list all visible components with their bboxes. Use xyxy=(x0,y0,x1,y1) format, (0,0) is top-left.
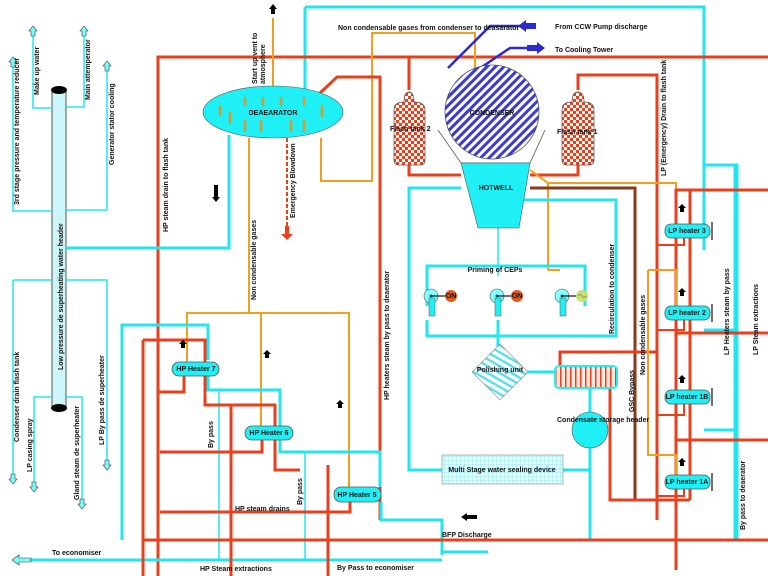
non-cond-gases-left-label: Non condensable gases xyxy=(251,220,258,300)
hp-steam-drain-label: HP steam drain to flash tank xyxy=(163,138,170,232)
lp-heater-2-label: LP heater 2 xyxy=(668,310,706,317)
to-cooling-tower-label: To Cooling Tower xyxy=(555,47,613,54)
outlet-arrow-icon xyxy=(527,42,545,54)
blowdown-arrow-icon xyxy=(281,226,293,240)
lp-emergency-drain-label: LP (Emergency) Drain to flash tank xyxy=(661,60,668,176)
by-pass-1-label: By pass xyxy=(208,421,215,448)
gland-steam-condenser xyxy=(554,365,618,389)
flow-arrow-icons xyxy=(179,204,686,521)
lp-heater-1b[interactable]: LP heater 1B xyxy=(664,388,713,406)
emergency-blowdown-label: Emergency Blowdown xyxy=(290,143,297,218)
recirculation-label: Recirculation to condenser xyxy=(609,243,616,334)
multi-stage-sealing: Multi Stage water sealing device xyxy=(441,454,564,485)
condenser-label: CONDENSER xyxy=(470,110,515,117)
deaerator-label: DEAEARATOR xyxy=(249,110,298,117)
hp-heater-6-label: HP Heater 6 xyxy=(249,430,288,437)
lp-heater-1b-label: LP heater 1B xyxy=(666,394,709,401)
hp-heaters-bypass-label: HP heaters steam by pass to deaerator xyxy=(384,271,391,400)
flash-tank-1-label: Flash tank 1 xyxy=(557,129,598,136)
generator-stator-label: Generator stator cooling xyxy=(109,83,116,165)
pump-1-status-indicator xyxy=(445,290,457,302)
header-branches: Make up water Main attemperator 3rd stag… xyxy=(8,25,116,510)
polishing-label: Polishing unit xyxy=(477,367,524,374)
hp-heater-5-label: HP Heater 5 xyxy=(337,492,376,499)
to-economiser-label: To economiser xyxy=(52,550,102,557)
hp-steam-drains-label: HP steam drains xyxy=(235,506,290,513)
lp-casing-label: LP casing spray xyxy=(27,418,34,472)
condensate-storage-label: Condensate storage header xyxy=(557,417,649,424)
condenser: CONDENSER HOTWELL From CCW Pump discharg… xyxy=(437,20,648,229)
lp-heater-1a-label: LP heater 1A xyxy=(666,479,709,486)
third-stage-label: 3rd stage pressure and temperature reduc… xyxy=(14,58,21,205)
polishing-unit: Polishing unit xyxy=(471,343,529,401)
pump-1-status: ON xyxy=(446,293,457,300)
lp-steam-extractions-label: LP Steam extractions xyxy=(753,284,760,355)
lp-desuperheating-header: Low pressure de superheating water heade… xyxy=(51,86,67,412)
hp-heater-5[interactable]: HP Heater 5 xyxy=(333,486,382,503)
hotwell-label: HOTWELL xyxy=(479,185,514,192)
non-cond-gases-right-label: Non condensable gases xyxy=(640,295,647,375)
multi-stage-label: Multi Stage water sealing device xyxy=(448,467,555,474)
pump-2[interactable]: ON xyxy=(489,288,523,317)
up-arrow-icon xyxy=(269,4,277,14)
lp-heater-1a[interactable]: LP heater 1A xyxy=(664,473,713,491)
non-cond-from-condenser-label: Non condensable gases from condenser to … xyxy=(338,25,520,32)
flash-tank-1: Flash tank 1 xyxy=(557,91,598,166)
main-attemperator-label: Main attemperator xyxy=(85,39,92,100)
flash-tank-2: Flash tank 2 xyxy=(390,91,431,166)
lp-header-label: Low pressure de superheating water heade… xyxy=(58,223,65,370)
economiser-arrow-icon xyxy=(11,554,32,566)
down-arrow-icon xyxy=(212,185,220,202)
hp-heater-7-label: HP Heater 7 xyxy=(176,366,215,373)
startup-vent-label-box: Start up vent to atmosphere xyxy=(252,32,267,84)
gsc-bypass-label: GSC Bypass xyxy=(629,370,636,412)
lp-heaters-bypass-label: LP Heaters steam by pass xyxy=(724,268,731,355)
hp-heater-7[interactable]: HP Heater 7 xyxy=(171,361,220,377)
make-up-water-label: Make up water xyxy=(34,46,41,95)
pump-1[interactable]: ON xyxy=(423,288,457,317)
pump-2-status-indicator xyxy=(511,290,523,302)
bfp-arrow-icon xyxy=(461,513,477,521)
bypass-to-economiser-label: By Pass to economiser xyxy=(337,565,414,572)
up-arrow-icons xyxy=(8,25,112,510)
lp-heater-3[interactable]: LP heater 3 xyxy=(664,222,713,240)
pipes xyxy=(14,5,768,576)
flash-tank-2-label: Flash tank 2 xyxy=(390,126,431,133)
hp-steam-extractions-label: HP Steam extractions xyxy=(200,566,272,573)
hp-heater-6[interactable]: HP Heater 6 xyxy=(244,425,294,441)
lp-heater-2[interactable]: LP heater 2 xyxy=(664,304,713,322)
pump-3[interactable] xyxy=(554,288,588,317)
lp-bypass-desup-label: LP By pass de superheater xyxy=(99,355,106,445)
ceps: Priming of CEPs Recirculation to condens… xyxy=(423,243,616,334)
priming-label: Priming of CEPs xyxy=(468,267,523,274)
by-pass-2-label: By pass xyxy=(297,478,304,505)
pump-2-status: ON xyxy=(512,293,523,300)
lp-heater-3-label: LP heater 3 xyxy=(668,228,706,235)
condenser-drain-label: Condenser drain flash tank xyxy=(14,352,21,442)
from-ccw-label: From CCW Pump discharge xyxy=(555,24,648,31)
deaerator: DEAEARATOR Start up vent to atmosphere E… xyxy=(163,4,520,300)
gland-steam-label: Gland steam de superheater xyxy=(74,406,81,500)
bypass-to-deaerator-label: By pass to deaerator xyxy=(740,460,747,530)
startup-vent-label: Start up vent to atmosphere xyxy=(252,32,267,84)
bfp-discharge-label: BFP Discharge xyxy=(442,532,492,539)
inlet-arrow-icon xyxy=(518,20,536,32)
condensate-storage-header: Condensate storage header xyxy=(557,411,649,449)
